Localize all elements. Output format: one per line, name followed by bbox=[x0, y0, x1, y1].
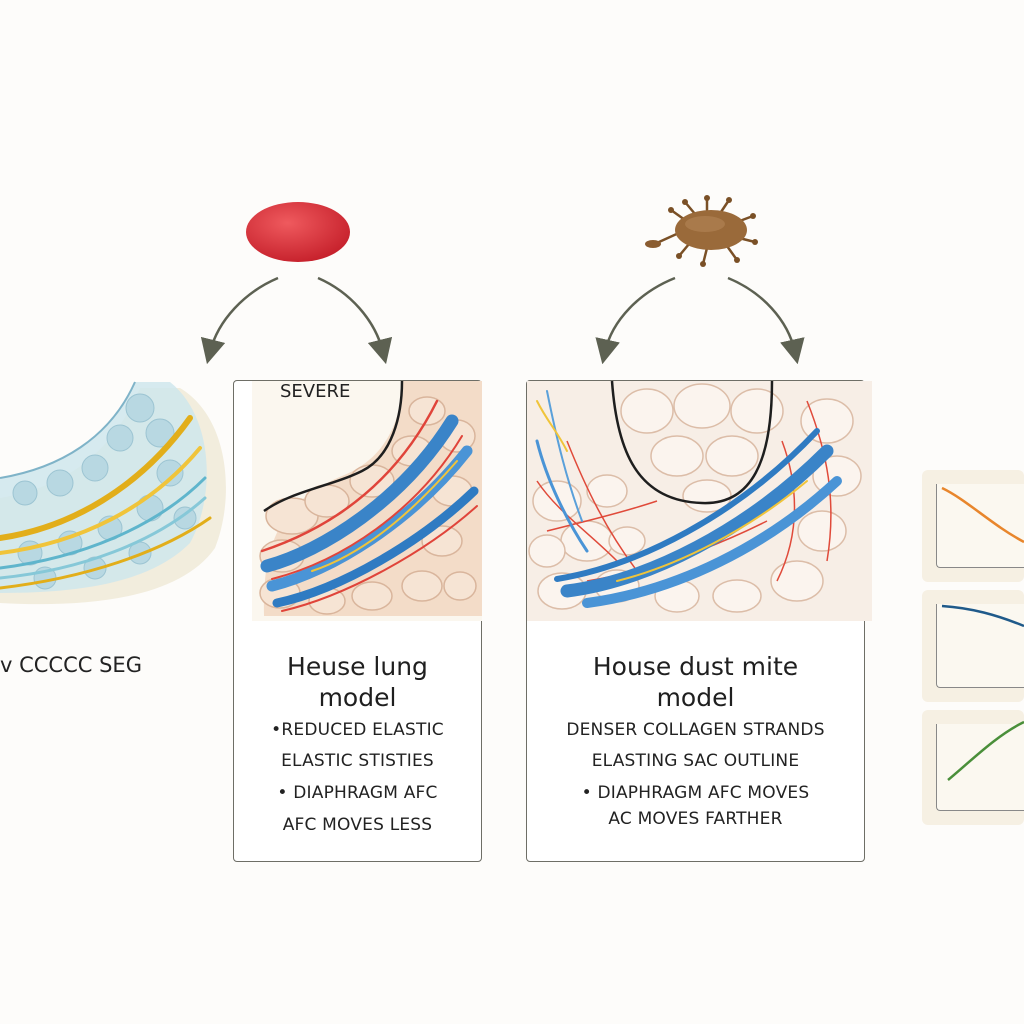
heuse-lung-panel: SEVERE Heuse lung model •REDUCED ELASTIC… bbox=[233, 380, 482, 862]
arrows bbox=[200, 276, 805, 365]
panel-2-bullet-1: DENSER COLLAGEN STRANDS bbox=[566, 720, 825, 740]
orange-decreasing-curve bbox=[941, 486, 1024, 544]
panel-2-bullet-4: AC MOVES FARTHER bbox=[608, 809, 783, 829]
panel-1-bullet-1: •REDUCED ELASTIC bbox=[271, 720, 444, 740]
panel-1-bullet-3: • DIAPHRAGM AFC bbox=[277, 783, 438, 803]
panel-2-title: House dust mite model bbox=[592, 652, 799, 712]
severe-label: SEVERE bbox=[280, 381, 351, 402]
mini-chart-blue bbox=[922, 590, 1024, 702]
mini-chart-orange bbox=[922, 470, 1024, 582]
dust-mite-icon bbox=[645, 195, 758, 267]
blue-decreasing-curve bbox=[941, 604, 1024, 628]
mini-chart-green bbox=[922, 710, 1024, 825]
heuse-lung-tissue-illustration bbox=[252, 380, 482, 621]
house-dust-mite-panel: House dust mite model DENSER COLLAGEN ST… bbox=[526, 380, 872, 862]
panel-1-bullet-4: AFC MOVES LESS bbox=[282, 815, 433, 835]
left-tissue-illustration bbox=[0, 381, 226, 605]
house-dust-mite-tissue-illustration bbox=[527, 380, 872, 621]
panel-1-bullet-2: ELASTIC STISTIES bbox=[281, 751, 434, 771]
left-fragment-label: v CCCCC SEG bbox=[0, 653, 142, 677]
red-blood-cell-icon bbox=[246, 202, 350, 262]
green-increasing-curve bbox=[947, 720, 1024, 781]
panel-1-title: Heuse lung model bbox=[287, 652, 428, 712]
panel-2-bullet-3: • DIAPHRAGM AFC MOVES bbox=[581, 783, 810, 803]
panel-2-bullet-2: ELASTING SAC OUTLINE bbox=[591, 751, 800, 771]
